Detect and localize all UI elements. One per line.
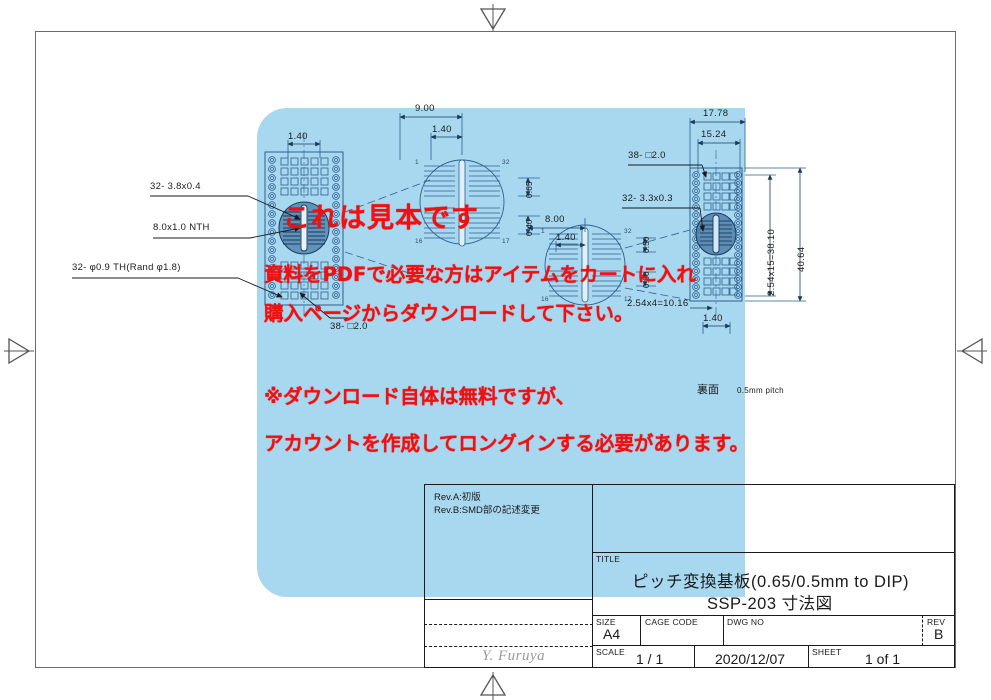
watermark-line-3: 購入ページからダウンロードして下さい。 [264,302,634,325]
rev-value: B [934,626,944,642]
annotation-sq-pad-left: 38- □2.0 [330,321,368,332]
dim-left-pitch-140: 1.40 [288,131,308,142]
dim-detail-bottom-pin17: 17 [624,296,632,303]
revision-note-1: Rev.A:初版 [434,492,481,503]
dim-detail-top-pin16: 16 [415,238,423,245]
dim-right-row-pitch: 2.54x15=38.10 [766,228,777,296]
scale-label: SCALE [596,647,625,657]
center-mark-bottom [478,668,508,700]
center-mark-right [955,336,987,366]
annotation-pad-smd-right: 32- 3.3x0.3 [622,193,673,204]
cage-code-label: CAGE CODE [645,617,698,627]
title-block: Rev.A:初版 Rev.B:SMD部の記述変更 TITLE ピッチ変換基板(0… [424,484,955,668]
dim-detail-bottom-width: 8.00 [545,214,565,225]
date-value: 2020/12/07 [715,651,786,667]
label-back-side-pitch: 0.5mm pitch [737,386,784,395]
annotation-sq-pad-right: 38- □2.0 [628,150,666,161]
title-line-2: SSP-203 寸法図 [707,595,833,613]
title-block-divider [592,484,593,668]
scale-value: 1 / 1 [636,651,664,667]
dim-detail-top-width: 9.00 [415,103,435,114]
dim-detail-top-065: 0.65 [525,181,534,198]
dim-right-outer-width: 17.78 [703,108,729,119]
dim-detail-top-pin1: 1 [415,159,419,166]
size-label: SIZE [596,617,616,627]
signature: Y. Furuya [482,648,546,664]
label-back-side: 裏面 [697,384,719,396]
dim-detail-bottom-pitch: 1.40 [556,232,576,243]
dim-right-pad-pitch: 1.40 [703,313,723,324]
dim-right-board-height: 40.64 [796,246,807,272]
dim-right-col-pitch: 2.54x4=10.16 [627,298,689,309]
watermark-line-1: これは見本です [283,203,479,234]
title-line-1: ピッチ変換基板(0.65/0.5mm to DIP) [632,573,910,591]
dwg-no-label: DWG NO [727,617,765,627]
watermark-line-5: アカウントを作成してロングインする必要があります。 [264,432,749,455]
revision-note-2: Rev.B:SMD部の記述変更 [434,505,540,516]
dim-detail-top-040: 0.40 [525,219,534,236]
dim-detail-bottom-pin32: 32 [624,228,632,235]
annotation-pad-smd: 32- 3.8x0.4 [150,181,201,192]
center-mark-left [4,336,36,366]
title-label: TITLE [596,554,621,564]
dim-detail-top-pin32: 32 [502,159,510,166]
sheet-value: 1 of 1 [865,651,901,667]
watermark-line-4: ※ダウンロード自体は無料ですが、 [264,385,576,408]
dim-detail-top-pitch: 1.40 [432,124,452,135]
watermark-line-2: 資料をPDFで必要な方はアイテムをカートに入れ [264,263,696,286]
size-value: A4 [603,626,621,642]
center-mark-top [478,4,508,34]
dim-detail-bottom-050: 0.50 [642,236,651,253]
dim-detail-bottom-pin16: 16 [541,296,549,303]
dim-detail-bottom-pin1: 1 [541,228,545,235]
annotation-slot-nth: 8.0x1.0 NTH [153,222,210,233]
annotation-th-hole: 32- φ0.9 TH(Rand φ1.8) [72,262,181,273]
sheet-label: SHEET [812,647,842,657]
rev-label: REV [927,617,946,627]
dim-detail-top-pin17: 17 [502,238,510,245]
dim-right-inner-width: 15.24 [701,129,727,140]
